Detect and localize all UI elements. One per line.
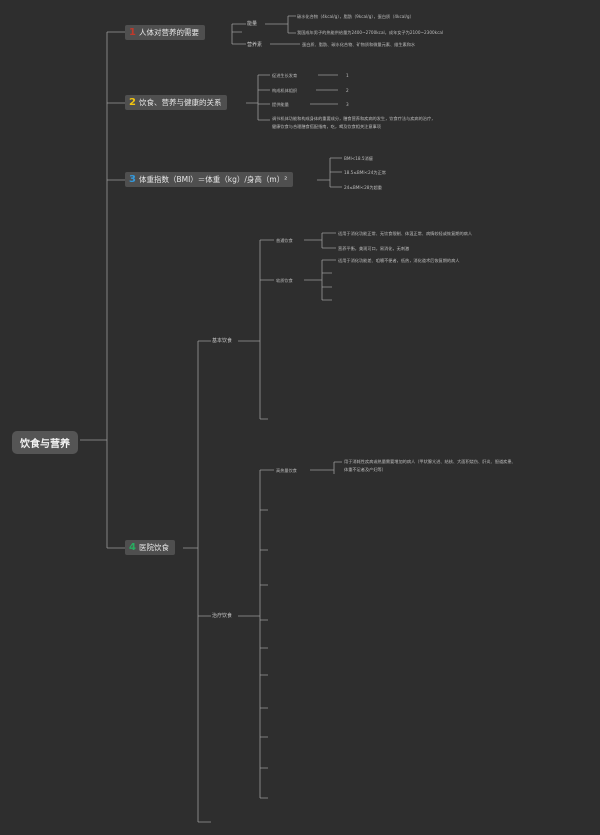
nutrients-node[interactable]: 营养素: [247, 42, 263, 48]
bmi-overweight: 24≤BMI<28为超重: [344, 185, 382, 190]
root-node[interactable]: 饮食与营养: [12, 431, 78, 454]
branch-1-title: 人体对营养的需要: [138, 28, 199, 37]
tissue-value: 2: [346, 88, 349, 93]
number-3-badge: 3: [129, 173, 136, 185]
nutrients-detail: 蛋白质、脂肪、碳水化合物、矿物质和微量元素、维生素和水: [302, 42, 416, 47]
therapeutic-diet-node[interactable]: 治疗饮食: [212, 613, 233, 619]
basic-diet-node[interactable]: 基本饮食: [212, 338, 233, 344]
high-calorie-detail-1: 用于消耗性疾病或热量需要增加的病人（甲状腺亢进、结核、大面积烧伤、肝炎、胆道疾患…: [344, 459, 516, 464]
energy-detail-1: 碳水化合物（4kcal/g），脂肪（9kcal/g），蛋白质（4kcal/g）: [297, 14, 414, 19]
high-calorie-detail-2: 体重不足者及产妇等）: [344, 467, 386, 472]
function-detail-1: 调节机体功能和构成身体的重要成分，膳食营养和疾病的发生，饮食疗法与疾病的治疗，: [272, 116, 436, 121]
branch-1-nutrition-needs[interactable]: 1 人体对营养的需要: [125, 25, 205, 40]
energy-node[interactable]: 能量: [247, 21, 258, 27]
function-detail-2: 健康饮食与合理膳食搭配指南，吃，喝及饮食相关注意事项: [272, 124, 381, 129]
energy-detail-2: 我国成年男子的热能供给量为2400~2700kcal，成年女子为2100~230…: [297, 30, 444, 35]
number-4-badge: 4: [129, 541, 136, 553]
energy-supply-value: 3: [346, 102, 349, 107]
regular-diet-detail-1: 适用于消化功能正常、无饮食限制、体温正常、病情较轻或恢复期的病人: [338, 231, 473, 236]
regular-diet-node[interactable]: 普通饮食: [276, 238, 293, 243]
energy-supply-node[interactable]: 提供能量: [272, 102, 289, 107]
number-2-badge: 2: [129, 96, 136, 108]
soft-diet-node[interactable]: 软质饮食: [276, 278, 293, 283]
growth-value: 1: [346, 73, 349, 78]
branch-4-hospital-diet[interactable]: 4 医院饮食: [125, 540, 175, 555]
tissue-node[interactable]: 构成机体组织: [272, 88, 298, 93]
branch-3-title: 体重指数（BMI）＝体重（kg）/身高（m）²: [138, 175, 288, 184]
number-1-badge: 1: [129, 26, 136, 38]
branch-4-title: 医院饮食: [138, 543, 169, 552]
growth-node[interactable]: 促进生长发育: [272, 73, 298, 78]
bmi-normal: 18.5≤BMI<24为正常: [344, 170, 386, 175]
soft-diet-detail: 适用于消化功能差、咀嚼不便者，低热，消化道术后恢复期的病人: [338, 258, 460, 263]
branch-2-diet-health[interactable]: 2 饮食、营养与健康的关系: [125, 95, 228, 110]
regular-diet-detail-2: 营养平衡，美观可口，易消化，无刺激: [338, 246, 410, 251]
branch-3-bmi[interactable]: 3 体重指数（BMI）＝体重（kg）/身高（m）²: [125, 172, 294, 187]
high-calorie-diet-node[interactable]: 高热量饮食: [276, 468, 297, 473]
bmi-underweight: BMI<18.5消瘦: [344, 156, 373, 161]
branch-2-title: 饮食、营养与健康的关系: [138, 98, 222, 107]
